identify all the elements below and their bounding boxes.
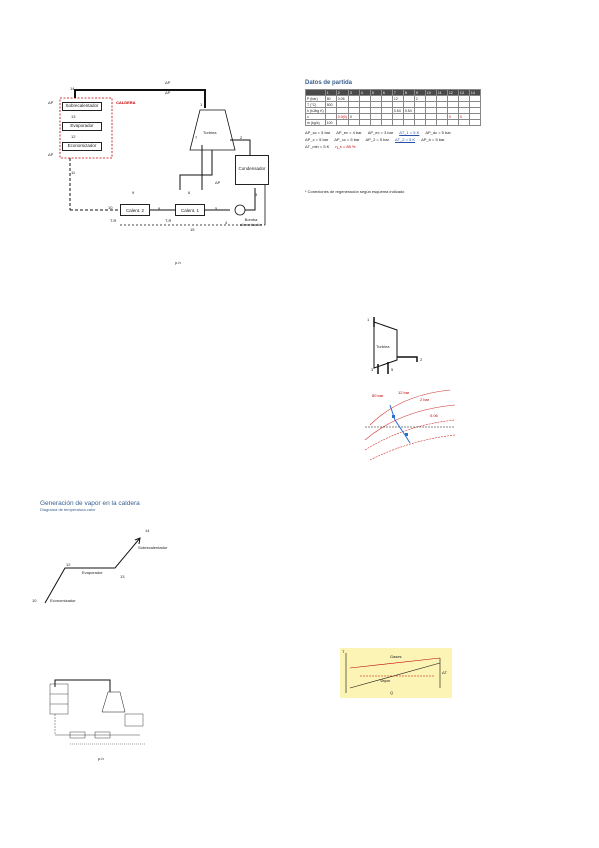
node-label: 13 — [71, 114, 76, 119]
gen-label: Sobrecalentador — [138, 545, 168, 550]
gen-label: Evaporador — [82, 570, 103, 575]
gen-label: 14 — [145, 528, 150, 533]
mini-caption: p-h — [98, 756, 104, 761]
dp-label: ΔP — [165, 80, 171, 85]
mini-schematic-svg — [49, 679, 145, 745]
node-label: 14 — [70, 86, 75, 91]
node-label: 2 — [420, 357, 423, 362]
turbine-fig-label: Turbina — [376, 344, 390, 349]
gen-label: 13 — [120, 574, 125, 579]
node-label: 2 — [240, 135, 243, 140]
tq-label: ΔT — [442, 670, 448, 675]
plant-schematic: CALDERA Sobrecalentador Evaporador Econo… — [40, 80, 270, 280]
node-label: 11 — [71, 170, 76, 175]
dp-label: ΔP — [48, 100, 54, 105]
tq-label: Q — [390, 690, 394, 695]
node-label: T-R — [165, 218, 172, 223]
node-label: 4 — [225, 220, 228, 225]
hs-label: 12 bar — [398, 390, 410, 395]
box-condensador: Condensador — [235, 155, 269, 185]
box-economizador: Economizador — [62, 142, 102, 151]
node-label: 3 — [371, 367, 374, 372]
plant-diagram-lines — [59, 89, 266, 226]
turbine-figure: Turbina 1 2 3 5 — [362, 312, 432, 377]
pump-label: Bomba alimentación — [239, 217, 263, 227]
generacion-subtitle: Diagrama de temperatura-calor — [40, 507, 96, 512]
node-label: 1 — [200, 102, 203, 107]
node-label: 10 — [108, 205, 113, 210]
tq-label: Gases — [390, 654, 402, 659]
hs-diagram: 80 bar 12 bar 2 bar 0.06 — [360, 385, 460, 465]
dp-label: ΔP — [215, 180, 221, 185]
plant-caption: p-h — [175, 260, 181, 265]
box-sobrecalentador: Sobrecalentador — [62, 102, 102, 111]
generacion-diagram — [44, 537, 141, 604]
tq-label: Vapor — [380, 678, 391, 683]
hs-label: 2 bar — [420, 397, 430, 402]
gen-label: Economizador — [50, 598, 76, 603]
gen-label: 10 — [32, 598, 37, 603]
node-label: 8 — [158, 206, 161, 211]
generacion-section: Generación de vapor en la caldera Diagra… — [32, 500, 200, 610]
datos-title: Datos de partida — [305, 80, 353, 86]
hs-label: 0.06 — [430, 413, 438, 418]
node-label: 12 — [71, 134, 76, 139]
node-label: 5 — [391, 367, 394, 372]
table-row: ṁ (kg/s)100 — [305, 119, 481, 126]
tq-label: T — [342, 649, 345, 654]
gen-label: 12 — [66, 562, 71, 567]
mini-schematic: p-h — [40, 672, 150, 762]
node-label: 5 — [215, 206, 218, 211]
turbine-drawing — [373, 317, 418, 374]
dp-label: ΔP — [48, 152, 54, 157]
dp-label: ΔP — [165, 90, 171, 95]
node-label: 9 — [132, 190, 135, 195]
node-label: 3 — [255, 192, 258, 197]
caldera-label: CALDERA — [116, 100, 136, 105]
generacion-title: Generación de vapor en la caldera — [40, 500, 140, 507]
node-label: 15 — [190, 227, 195, 232]
box-calent1: Calent. 1 — [175, 204, 205, 216]
turbine-label: Turbina — [203, 130, 217, 135]
node-label: 7 — [195, 135, 198, 140]
node-label: 6 — [188, 190, 191, 195]
datos-note: * Conexiones de regeneración según esque… — [305, 189, 405, 194]
hs-label: 80 bar — [372, 393, 384, 398]
node-label: T-R — [110, 218, 117, 223]
node-label: 1 — [367, 317, 370, 322]
box-calent2: Calent. 2 — [120, 204, 150, 216]
tq-chart-svg — [345, 653, 441, 693]
tq-chart: T Gases Vapor Q ΔT — [340, 648, 452, 698]
box-evaporador: Evaporador — [62, 122, 102, 131]
hs-diagram-svg — [364, 389, 456, 461]
